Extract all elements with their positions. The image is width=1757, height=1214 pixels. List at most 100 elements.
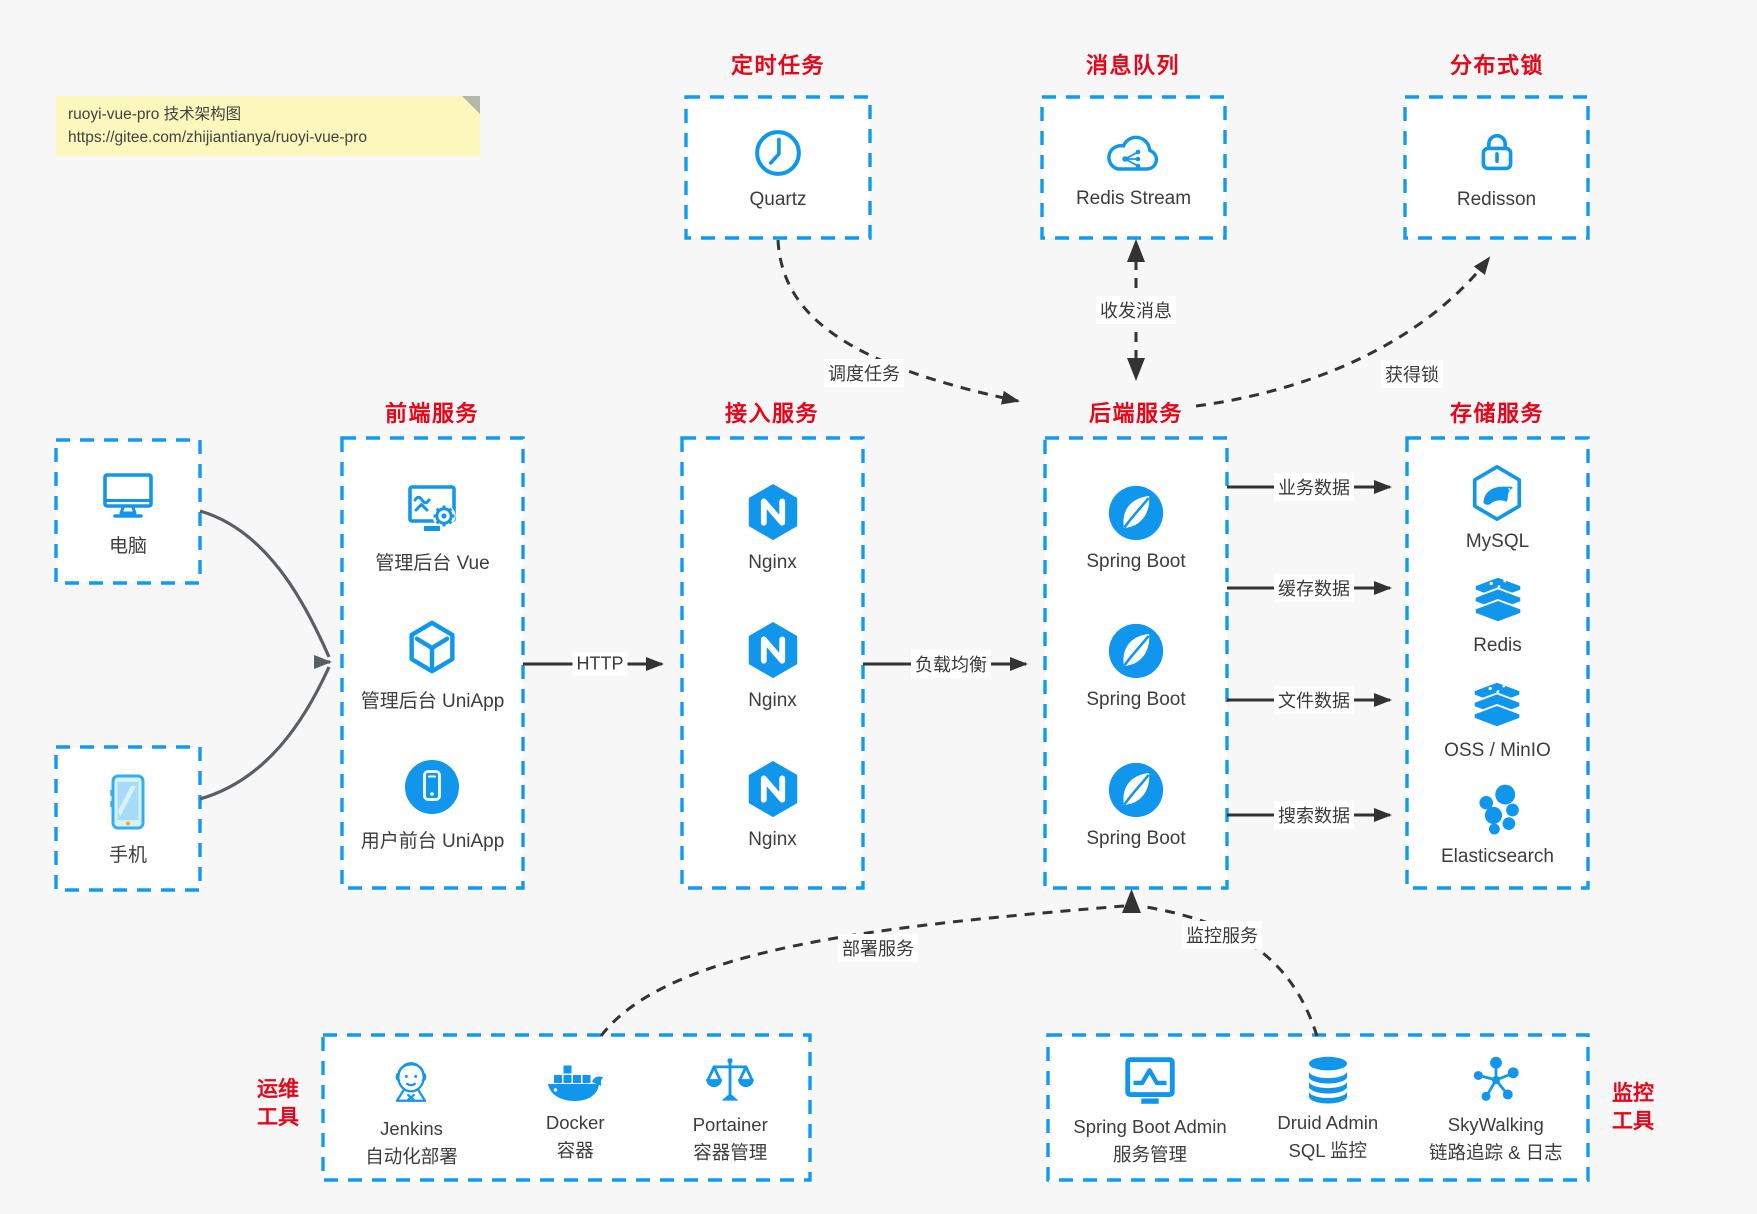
docker-icon — [542, 1051, 608, 1107]
item-mysql-label: MySQL — [1465, 530, 1530, 552]
item-skywalking: SkyWalking 链路追踪 & 日志 — [1429, 1051, 1563, 1165]
item-druid: Druid Admin SQL 监控 — [1277, 1051, 1378, 1163]
spring-boot-admin-icon — [1119, 1051, 1181, 1111]
item-user-uniapp-label: 用户前台 UniApp — [360, 831, 505, 852]
item-portainer-label: Portainer — [692, 1114, 768, 1135]
note-url: https://gitee.com/zhijiantianya/ruoyi-vu… — [68, 129, 367, 146]
item-druid-sublabel: SQL 监控 — [1288, 1140, 1368, 1161]
group-title-backend: 后端服务 — [1088, 401, 1184, 426]
cloud-stream-icon — [1099, 125, 1167, 181]
item-redis-stream-label: Redis Stream — [1075, 188, 1192, 209]
item-docker-label: Docker — [545, 1112, 605, 1133]
monitoring-side-label: 监控 工具 — [1612, 1080, 1654, 1136]
box-frontend: 管理后台 Vue 管理后台 UniApp 用户前台 UniApp — [342, 438, 523, 888]
clock-icon — [749, 124, 807, 182]
box-phone: 手机 — [56, 747, 200, 890]
edge-backend-arrowhead-up — [1122, 889, 1141, 913]
item-computer: 电脑 — [95, 466, 161, 558]
sticky-note: ruoyi-vue-pro 技术架构图 https://gitee.com/zh… — [56, 96, 480, 156]
item-jenkins: Jenkins 自动化部署 — [365, 1051, 458, 1169]
portainer-icon — [700, 1051, 760, 1109]
edge-label-business-data: 业务数据 — [1274, 473, 1354, 501]
item-spring-boot-admin-label: Spring Boot Admin — [1073, 1116, 1227, 1137]
note-fold-corner — [462, 96, 480, 121]
item-jenkins-sublabel: 自动化部署 — [365, 1146, 458, 1167]
admin-vue-icon — [399, 479, 465, 541]
nginx-icon — [742, 481, 804, 545]
nginx-icon — [742, 758, 804, 822]
skywalking-icon — [1467, 1051, 1525, 1109]
item-spring-boot-3: Spring Boot — [1086, 759, 1186, 850]
item-docker-sublabel: 容器 — [556, 1140, 594, 1161]
box-storage: MySQL Redis OSS / MinIO Elasticsearch — [1407, 438, 1588, 888]
item-redis-label: Redis — [1473, 635, 1522, 657]
box-computer: 电脑 — [56, 440, 200, 583]
item-nginx-2: Nginx — [742, 619, 804, 712]
item-nginx-2-label: Nginx — [748, 690, 797, 712]
item-nginx-1-label: Nginx — [748, 551, 797, 573]
box-backend: Spring Boot Spring Boot Spring Boot — [1045, 438, 1227, 888]
group-title-gateway: 接入服务 — [724, 401, 820, 426]
ops-side-label-line1: 运维 — [257, 1078, 299, 1101]
edge-label-http: HTTP — [572, 652, 628, 676]
item-computer-label: 电脑 — [108, 535, 147, 557]
oss-icon — [1466, 677, 1528, 733]
item-skywalking-label: SkyWalking — [1447, 1114, 1544, 1135]
item-spring-boot-admin: Spring Boot Admin 服务管理 — [1073, 1051, 1227, 1167]
group-title-lock: 分布式锁 — [1449, 53, 1545, 78]
druid-icon — [1299, 1051, 1357, 1107]
item-quartz: Quartz — [749, 124, 807, 211]
item-quartz-label: Quartz — [749, 189, 807, 210]
item-jenkins-label: Jenkins — [380, 1118, 443, 1139]
edge-label-load-balance: 负载均衡 — [911, 650, 991, 678]
item-admin-uniapp: 管理后台 UniApp — [360, 617, 505, 713]
item-oss-minio: OSS / MinIO — [1444, 677, 1551, 762]
edge-computer-to-frontend — [199, 509, 331, 658]
computer-icon — [95, 466, 161, 524]
item-redis-stream: Redis Stream — [1076, 125, 1191, 210]
item-druid-label: Druid Admin — [1277, 1112, 1379, 1133]
item-nginx-3: Nginx — [742, 758, 804, 851]
monitoring-side-label-line2: 工具 — [1612, 1110, 1654, 1133]
edge-label-monitor: 监控服务 — [1182, 921, 1262, 949]
item-spring-boot-1: Spring Boot — [1086, 482, 1186, 573]
edge-label-acquire-lock: 获得锁 — [1381, 360, 1443, 388]
uniapp-cube-icon — [401, 617, 463, 679]
edge-label-schedule-task: 调度任务 — [824, 359, 904, 387]
ops-side-label-line2: 工具 — [257, 1106, 299, 1129]
item-mysql: MySQL — [1466, 462, 1529, 553]
item-elasticsearch-label: Elasticsearch — [1441, 846, 1554, 868]
box-ops: Jenkins 自动化部署 Docker 容器 Portainer 容器管理 — [323, 1035, 810, 1180]
note-title: ruoyi-vue-pro 技术架构图 — [68, 106, 242, 123]
box-gateway: Nginx Nginx Nginx — [682, 438, 863, 888]
item-user-uniapp: 用户前台 UniApp — [360, 755, 505, 853]
item-spring-boot-1-label: Spring Boot — [1086, 550, 1186, 572]
box-lock: Redisson — [1405, 97, 1588, 238]
item-spring-boot-2: Spring Boot — [1086, 620, 1186, 711]
item-spring-boot-2-label: Spring Boot — [1086, 689, 1186, 711]
item-docker: Docker 容器 — [542, 1051, 608, 1163]
item-nginx-3-label: Nginx — [748, 829, 797, 851]
edge-label-send-receive: 收发消息 — [1096, 296, 1176, 324]
item-skywalking-sublabel: 链路追踪 & 日志 — [1428, 1142, 1563, 1163]
group-title-scheduled: 定时任务 — [730, 53, 826, 78]
nginx-icon — [742, 619, 804, 683]
edge-phone-to-frontend — [199, 666, 331, 801]
edge-msg-arrowhead-up — [1127, 239, 1145, 262]
box-mq: Redis Stream — [1042, 97, 1225, 238]
jenkins-icon — [381, 1051, 441, 1113]
item-redisson-label: Redisson — [1456, 189, 1537, 210]
redis-icon — [1467, 572, 1529, 628]
item-phone: 手机 — [103, 771, 153, 867]
item-elasticsearch: Elasticsearch — [1441, 781, 1554, 868]
item-redisson: Redisson — [1457, 124, 1536, 211]
elasticsearch-icon — [1469, 781, 1527, 839]
box-monitoring: Spring Boot Admin 服务管理 Druid Admin SQL 监… — [1048, 1035, 1588, 1180]
group-title-storage: 存储服务 — [1449, 401, 1545, 426]
spring-boot-icon — [1105, 759, 1167, 821]
item-admin-uniapp-label: 管理后台 UniApp — [360, 691, 505, 712]
item-admin-vue: 管理后台 Vue — [375, 479, 490, 575]
phone-icon — [103, 771, 153, 833]
edge-msg-arrowhead-down — [1127, 358, 1145, 381]
